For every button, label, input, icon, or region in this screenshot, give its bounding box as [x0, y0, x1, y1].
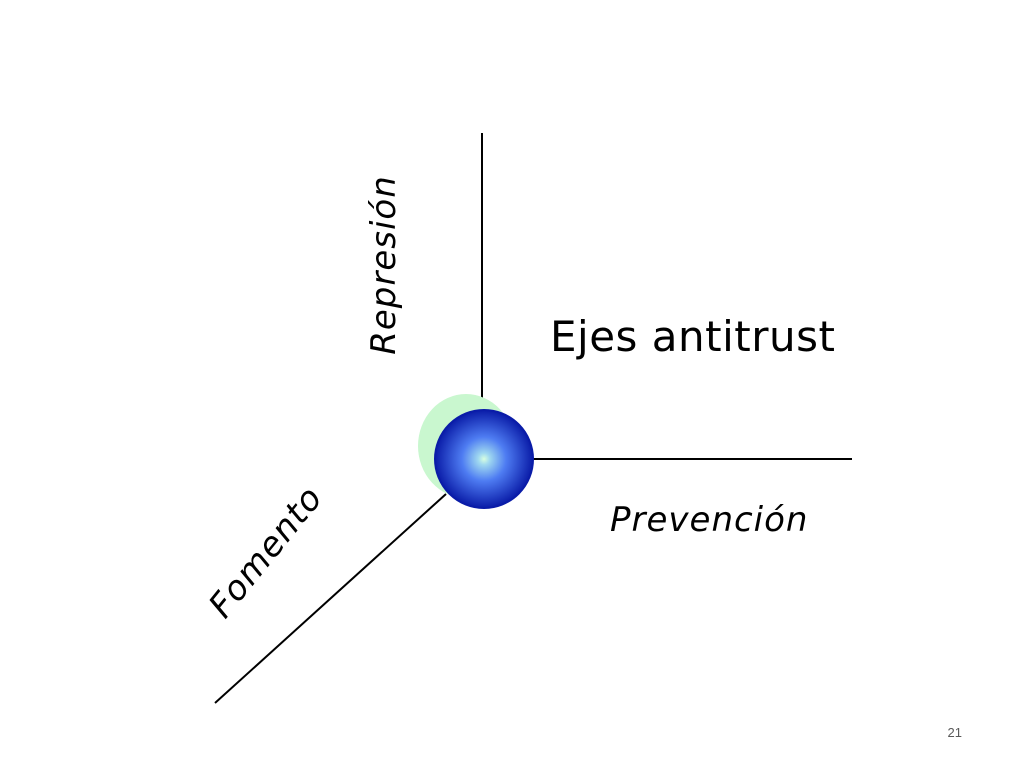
origin-sphere: [434, 409, 534, 509]
page-number: 21: [947, 725, 962, 740]
diagram-title: Ejes antitrust: [550, 312, 836, 361]
diagonal-axis-line: [214, 493, 447, 704]
axis-label-represion: Represión: [364, 175, 404, 355]
axis-label-prevencion: Prevención: [610, 500, 809, 540]
